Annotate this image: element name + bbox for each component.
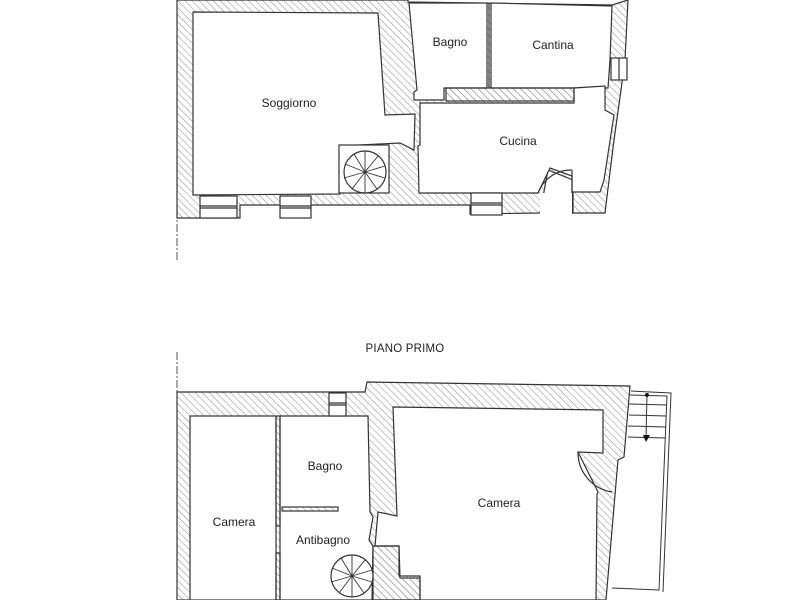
room-label-bagno-first: Bagno <box>307 459 343 473</box>
window <box>199 195 238 219</box>
door-swing <box>577 451 613 493</box>
room-label-cucina: Cucina <box>499 134 537 148</box>
ground-floor-plan <box>176 0 629 260</box>
room-label-camera-left: Camera <box>212 515 256 529</box>
room-label-bagno-ground: Bagno <box>432 35 468 49</box>
room-camera-right <box>374 406 604 600</box>
window <box>279 195 312 219</box>
first-floor-title: PIANO PRIMO <box>365 343 445 355</box>
door-swing <box>537 169 573 194</box>
room-label-cantina: Cantina <box>532 38 574 52</box>
first-floor-plan <box>176 352 672 600</box>
room-cucina <box>417 85 615 194</box>
room-soggiorno <box>192 11 416 196</box>
room-label-soggiorno: Soggiorno <box>261 96 317 110</box>
room-label-camera-right: Camera <box>477 496 521 510</box>
window <box>470 192 503 216</box>
room-camera-left <box>189 415 277 600</box>
room-label-antibagno: Antibagno <box>295 533 351 547</box>
